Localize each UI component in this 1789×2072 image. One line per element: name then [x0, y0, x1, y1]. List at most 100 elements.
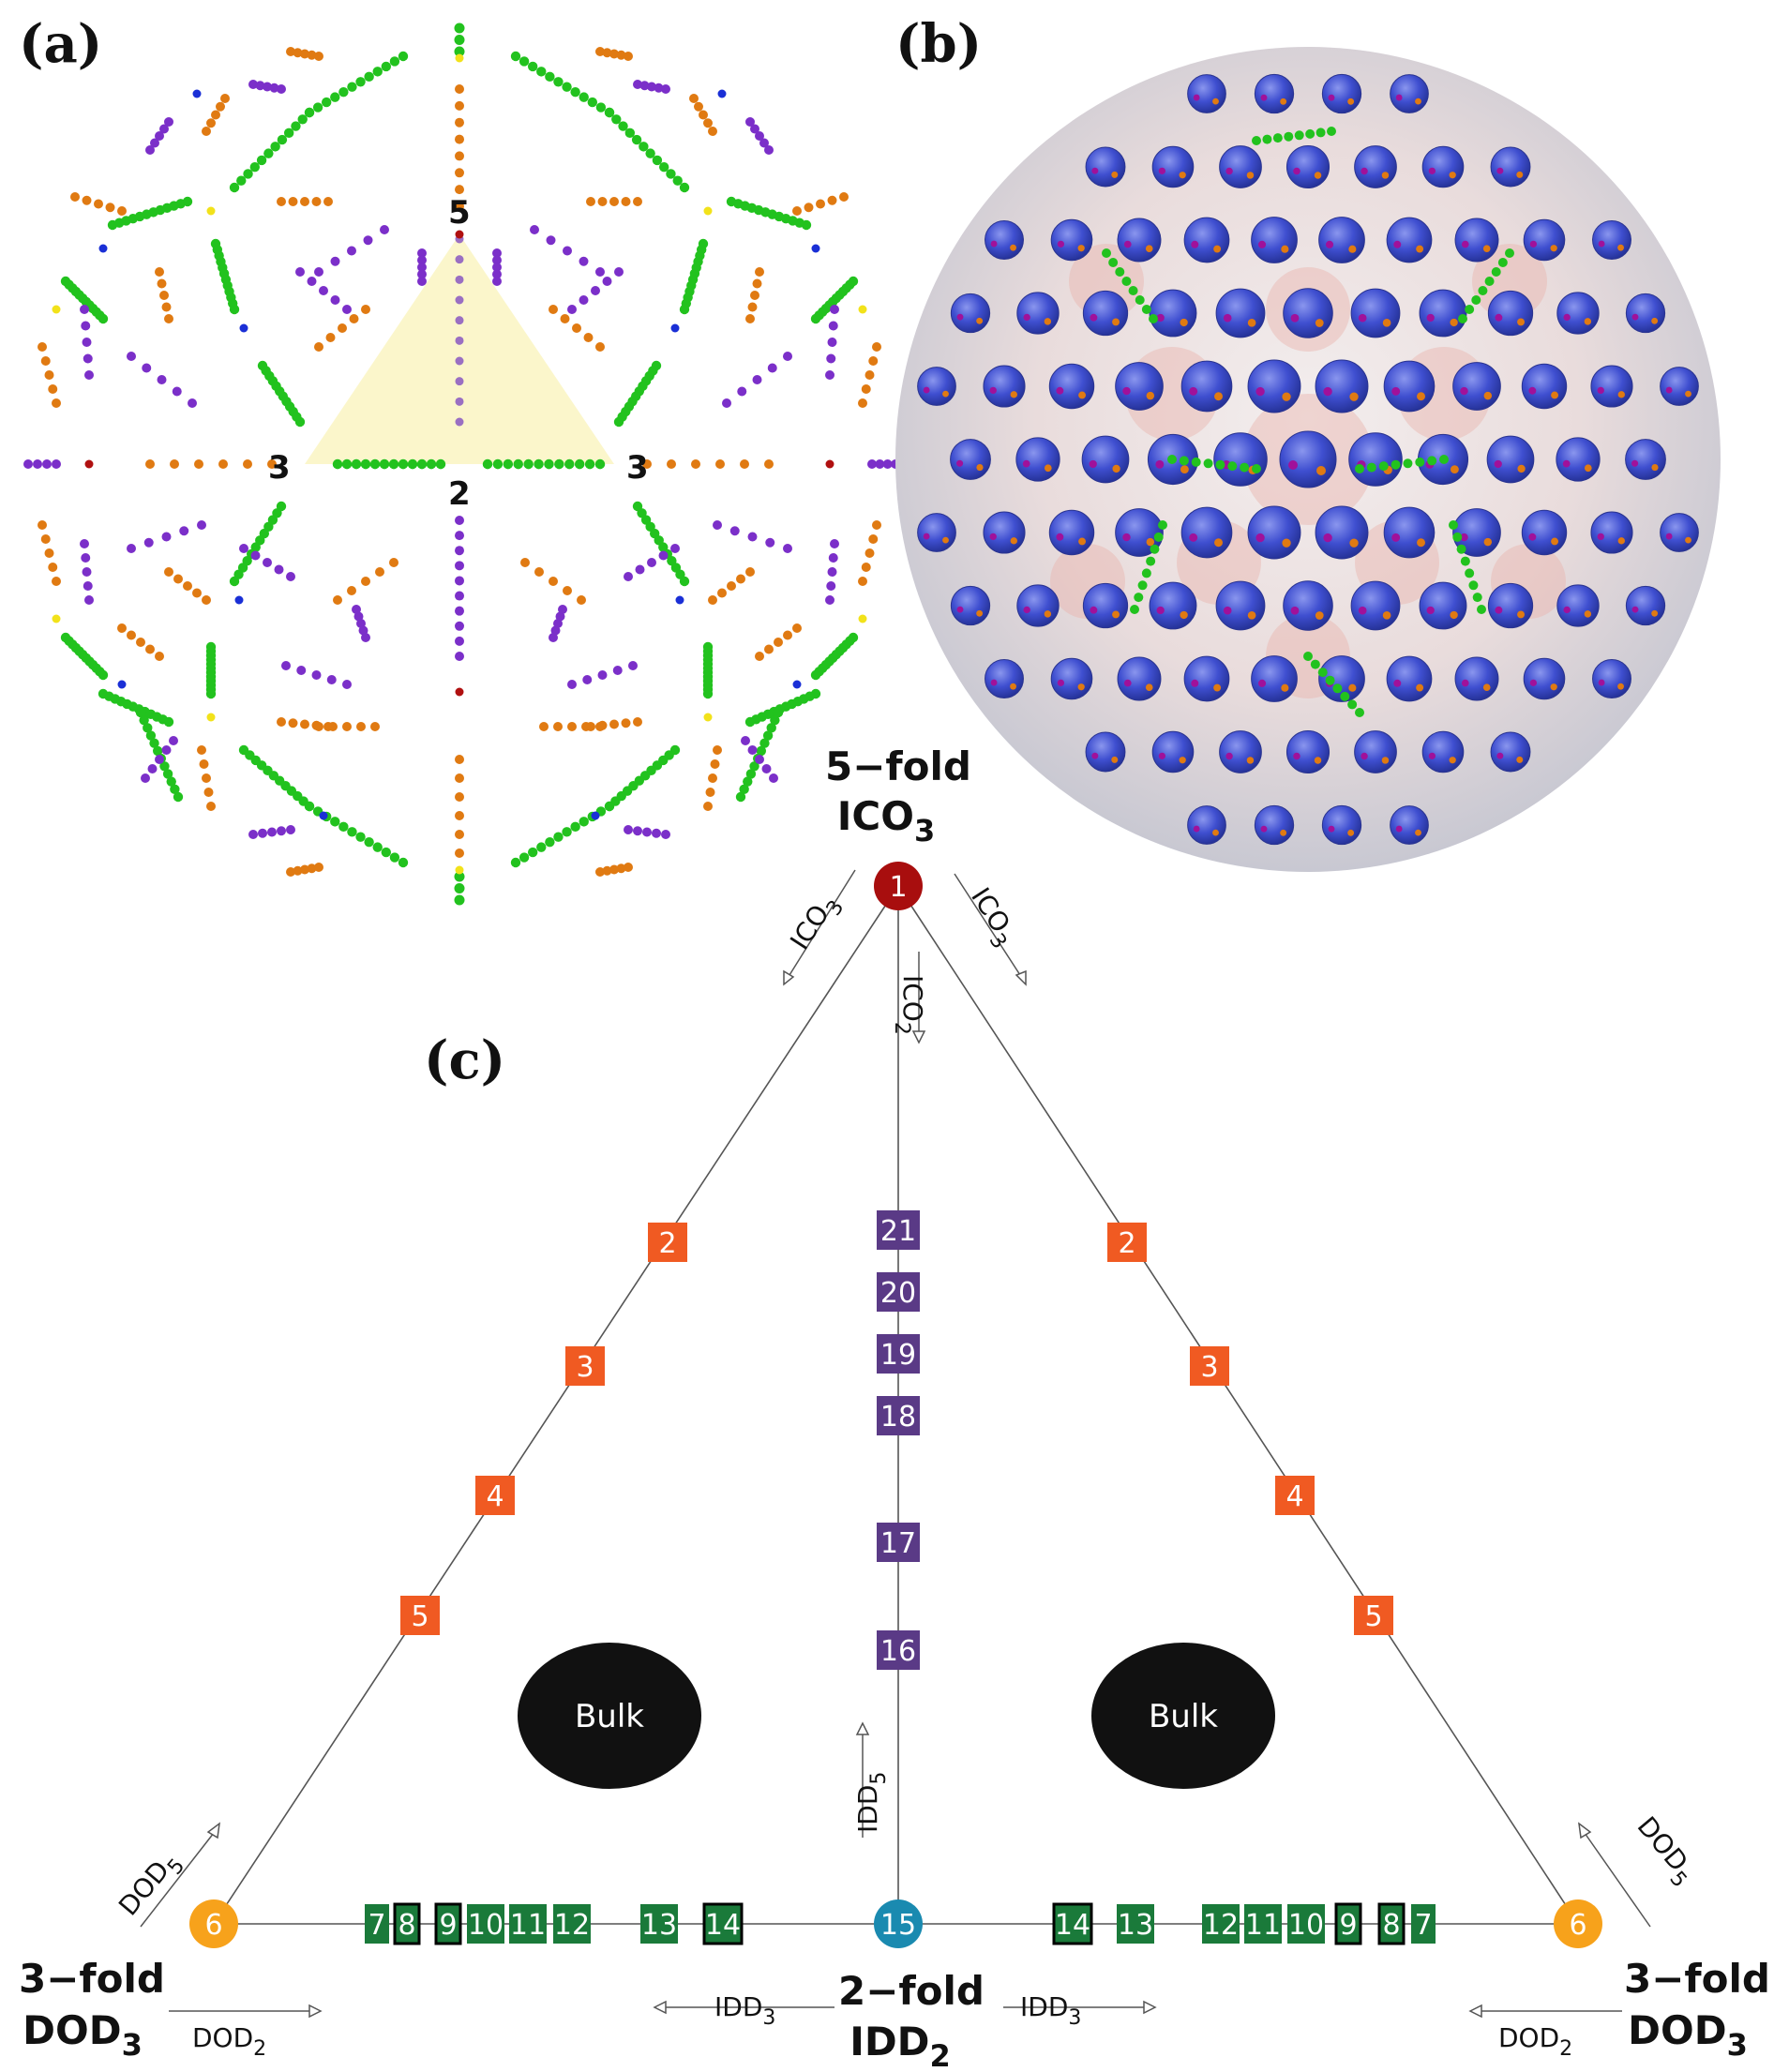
green-dot [372, 842, 383, 852]
orange-dot [127, 630, 136, 640]
orange-dot [792, 623, 802, 633]
orange-marker [1044, 610, 1052, 618]
edge-left [213, 885, 899, 1925]
green-dot [510, 51, 521, 62]
green-node-right-10 [1287, 1904, 1325, 1944]
orange-dot [624, 52, 633, 61]
orange-dot [520, 558, 530, 567]
green-node-right-13 [1117, 1904, 1154, 1944]
green-node-left-7 [365, 1904, 389, 1944]
panel-b-label: (b) [895, 13, 983, 75]
magenta-marker [1426, 606, 1435, 615]
orange-dot [597, 197, 608, 206]
purple-dot [455, 275, 464, 284]
magenta-marker [1426, 313, 1435, 323]
purple-dot [761, 764, 772, 773]
green-dot [173, 791, 184, 803]
magenta-marker [1056, 533, 1064, 541]
green-node-left-8-label: 8 [398, 1909, 415, 1942]
green-dot [389, 852, 400, 863]
purple-dot [633, 80, 642, 89]
green-dot [398, 51, 409, 62]
green-dot [143, 723, 153, 733]
orange-dot [455, 830, 464, 839]
orange-marker [1417, 392, 1425, 401]
orange-marker [976, 463, 984, 472]
axis-label-dod2-left: DOD2 [192, 2022, 266, 2061]
green-surface-dot [1456, 544, 1466, 554]
orange-dot [633, 717, 642, 727]
purple-dot [295, 267, 305, 277]
purple-dot [155, 131, 164, 141]
green-surface-dot [1167, 455, 1177, 464]
green-dot [579, 92, 589, 102]
green-surface-dot [1340, 691, 1350, 701]
green-surface-dot [1141, 305, 1151, 314]
orange-dot [117, 623, 127, 633]
green-dot [162, 769, 173, 779]
purple-dot [597, 670, 608, 680]
green-surface-dot [1477, 605, 1486, 614]
orange-dot [455, 185, 464, 195]
green-surface-dot [1135, 295, 1145, 305]
purple-dot [164, 117, 173, 127]
orange-node-right-4-label: 4 [1285, 1480, 1303, 1513]
green-surface-dot [1403, 458, 1413, 469]
purple-dot [150, 138, 159, 148]
purple-dot [658, 550, 669, 561]
purple-dot [33, 459, 42, 469]
magenta-marker [923, 533, 930, 540]
magenta-marker [1598, 679, 1605, 686]
purple-dot [417, 269, 427, 279]
magenta-marker [1057, 240, 1065, 248]
orange-dot [40, 534, 51, 544]
orange-dot [839, 192, 849, 202]
orange-marker [1450, 318, 1458, 327]
green-dot [159, 761, 170, 772]
green-surface-dot [1305, 128, 1315, 139]
green-dot [604, 801, 615, 812]
green-dot [407, 458, 418, 470]
green-dot [527, 847, 538, 858]
purple-dot [670, 544, 680, 553]
purple-dot [455, 356, 464, 366]
purple-dot [311, 670, 322, 680]
yellow-dot [455, 865, 464, 875]
purple-dot [157, 375, 167, 384]
green-dot [170, 784, 180, 795]
orange-marker [1213, 683, 1222, 692]
purple-dot [455, 397, 464, 406]
magenta-marker [1361, 167, 1368, 175]
purple-dot [826, 353, 836, 364]
green-surface-dot [1108, 258, 1119, 267]
purple-dot [188, 398, 197, 408]
purple-dot [661, 830, 670, 839]
orange-marker [1449, 757, 1456, 764]
blue-dot [234, 595, 244, 605]
green-dot [810, 313, 821, 324]
green-dot [152, 745, 163, 757]
magenta-marker [1460, 386, 1468, 396]
orange-dot [727, 581, 736, 591]
orange-marker [1349, 538, 1359, 548]
orange-dot [616, 50, 626, 60]
orange-marker [1415, 829, 1421, 836]
capsid-protrusions [917, 73, 1699, 846]
purple-dot [759, 138, 769, 148]
green-dot [135, 707, 146, 718]
orange-dot [713, 745, 722, 755]
orange-node-right-4 [1275, 1476, 1315, 1515]
green-surface-dot [1272, 133, 1283, 143]
green-dot [149, 738, 159, 748]
orange-marker [1111, 171, 1119, 178]
orange-marker [1416, 683, 1424, 692]
orange-dot [300, 864, 309, 875]
orange-marker [1145, 683, 1153, 692]
magenta-marker [1193, 94, 1200, 101]
purple-dot [455, 531, 464, 541]
purple-dot [530, 225, 539, 234]
green-dot [766, 723, 776, 733]
orange-dot [347, 586, 356, 595]
top-vertex-subtitle: ICO3 [837, 793, 935, 848]
orange-dot [145, 459, 155, 469]
